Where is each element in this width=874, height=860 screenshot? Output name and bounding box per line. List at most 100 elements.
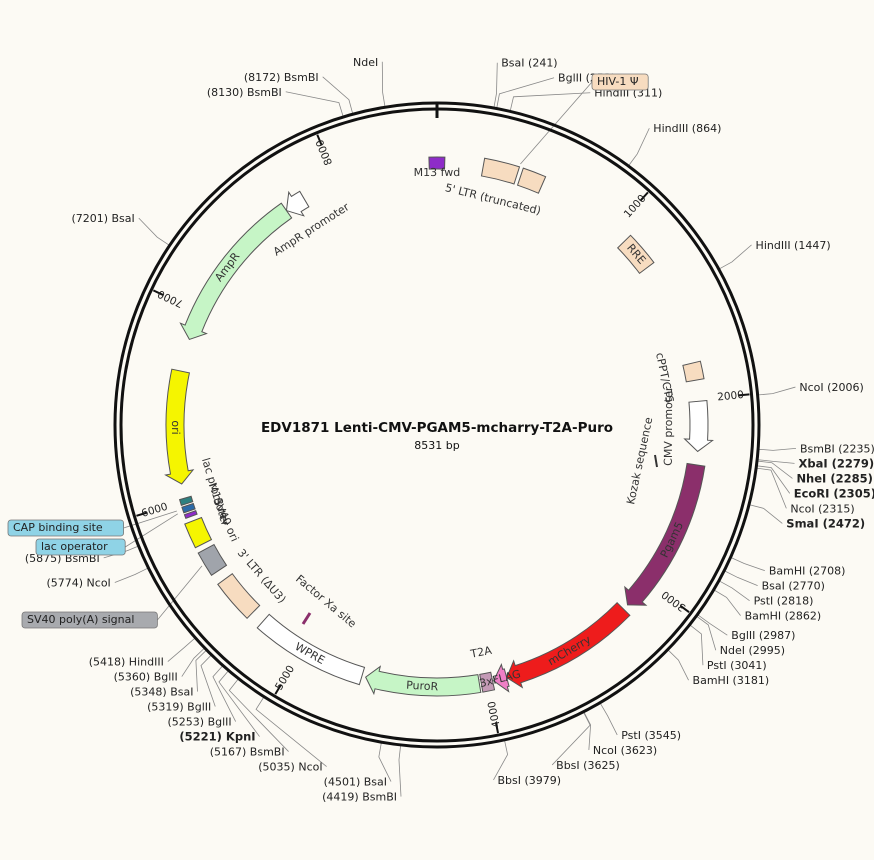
site-leader bbox=[749, 504, 783, 524]
site-leader bbox=[138, 217, 170, 246]
site-label-bamhi-2708: BamHI (2708) bbox=[769, 565, 846, 578]
callout-leader-hiv-1 bbox=[520, 81, 593, 165]
site-label-kpni-5221: (5221) KpnI bbox=[179, 730, 255, 744]
site-leader bbox=[757, 460, 793, 479]
site-leader bbox=[714, 589, 741, 616]
site-label-bsai-5348: (5348) BsaI bbox=[130, 686, 193, 699]
kozak-mark bbox=[654, 454, 658, 468]
feature-pgam5 bbox=[624, 462, 706, 606]
site-leader bbox=[181, 648, 205, 677]
feature-label-ori: ori bbox=[169, 420, 182, 434]
feature-label-m13-fwd: M13 fwd bbox=[414, 166, 461, 179]
site-label-bsai-7201: (7201) BsaI bbox=[71, 212, 134, 225]
tick-1000 bbox=[639, 191, 649, 202]
site-label-bglii-5253: (5253) BglII bbox=[168, 716, 232, 729]
feature-t2a bbox=[479, 671, 496, 693]
site-leader bbox=[757, 465, 791, 494]
site-label-bsai-2770: BsaI (2770) bbox=[762, 580, 825, 593]
site-label-bbsi-3979: BbsI (3979) bbox=[497, 774, 561, 787]
site-leader bbox=[758, 459, 795, 464]
site-leader bbox=[255, 697, 327, 767]
site-label-nhei-2285: NheI (2285) bbox=[796, 471, 872, 485]
site-label-hindiii-1447: HindIII (1447) bbox=[756, 239, 831, 252]
feature-puror bbox=[365, 665, 482, 697]
site-label-bsai-4501: (4501) BsaI bbox=[324, 776, 387, 789]
site-leader bbox=[759, 447, 797, 451]
site-leader bbox=[493, 62, 498, 108]
factor-xa-mark bbox=[301, 612, 312, 625]
callout-box-cap-binding-site bbox=[7, 519, 124, 537]
map-length: 8531 bp bbox=[414, 439, 459, 452]
feature-mcherry bbox=[506, 601, 631, 689]
site-label-bsmbi-5167: (5167) BsmBI bbox=[210, 746, 285, 759]
site-leader bbox=[509, 92, 591, 111]
site-label-xbai-2279: XbaI (2279) bbox=[799, 456, 874, 470]
site-leader bbox=[285, 91, 344, 117]
site-leader bbox=[758, 386, 796, 396]
site-label-bglii-5319: (5319) BglII bbox=[147, 701, 211, 714]
site-leader bbox=[697, 614, 728, 636]
feature-5-ltr-truncated-part-2 bbox=[516, 167, 547, 194]
site-leader bbox=[724, 570, 758, 587]
site-label-psti-3041: PstI (3041) bbox=[707, 659, 767, 672]
features bbox=[164, 156, 714, 697]
site-label-bsmbi-4419: (4419) BsmBI bbox=[322, 791, 397, 804]
site-leader bbox=[757, 467, 787, 509]
site-leader bbox=[731, 557, 765, 572]
site-label-bbsi-3625: BbsI (3625) bbox=[556, 759, 620, 772]
feature-ampr-promoter bbox=[285, 190, 310, 217]
callout-box-lac-operator bbox=[35, 538, 126, 556]
site-leader bbox=[719, 580, 750, 601]
site-leader bbox=[493, 740, 509, 781]
site-leader bbox=[218, 671, 260, 737]
feature-wpre bbox=[256, 613, 366, 686]
site-leader bbox=[583, 712, 591, 750]
site-label-ndei-2995: NdeI (2995) bbox=[720, 644, 785, 657]
site-label-bglii-5360: (5360) BglII bbox=[114, 671, 178, 684]
tick-2000 bbox=[738, 393, 750, 397]
tick-3000 bbox=[679, 604, 690, 614]
site-leader bbox=[551, 712, 591, 766]
site-leader bbox=[212, 666, 237, 722]
feature-3xflag bbox=[492, 663, 510, 693]
site-leader bbox=[381, 61, 386, 107]
map-title: EDV1871 Lenti-CMV-PGAM5-mcharry-T2A-Puro bbox=[261, 420, 613, 436]
site-leader bbox=[600, 703, 618, 736]
site-label-smai-2472: SmaI (2472) bbox=[786, 516, 865, 530]
feature-m13-fwd bbox=[428, 156, 446, 170]
site-label-psti-3545: PstI (3545) bbox=[621, 729, 681, 742]
feature-5-ltr-truncated bbox=[480, 157, 521, 185]
site-leader bbox=[496, 77, 555, 108]
site-leader bbox=[628, 128, 650, 166]
feature-lac-operator bbox=[181, 502, 196, 514]
callout-label-cap-binding-site: CAP binding site bbox=[13, 521, 103, 534]
feature-label-puror: PuroR bbox=[406, 679, 439, 694]
site-label-bamhi-3181: BamHI (3181) bbox=[693, 674, 770, 687]
callout-label-lac-operator: lac operator bbox=[41, 540, 108, 553]
tick-5000 bbox=[274, 684, 282, 695]
callout-label-sv40-poly-a-signal: SV40 poly(A) signal bbox=[27, 613, 134, 626]
feature-sv40-ori bbox=[184, 516, 213, 549]
feature-sv40-poly-a-signal bbox=[197, 543, 228, 576]
site-label-ecori-2305: EcoRI (2305) bbox=[794, 486, 874, 500]
callout-box-hiv-1 bbox=[591, 73, 649, 91]
tick-8000 bbox=[316, 134, 323, 146]
site-leader bbox=[378, 743, 392, 782]
feature-3-ltr-u3 bbox=[217, 573, 261, 620]
feature-label-t2a: T2A bbox=[468, 644, 493, 661]
tick-label-4000: 4000 bbox=[486, 700, 503, 729]
site-label-ncoi-5774: (5774) NcoI bbox=[46, 577, 110, 590]
site-leader bbox=[200, 655, 216, 707]
site-leader bbox=[167, 638, 195, 662]
site-leader bbox=[690, 624, 704, 666]
feature-cppt-cts bbox=[682, 360, 705, 383]
tick-6000 bbox=[136, 511, 148, 517]
tick-label-2000: 2000 bbox=[717, 389, 745, 404]
site-label-ncoi-2006: NcoI (2006) bbox=[799, 381, 863, 394]
site-leader bbox=[668, 650, 689, 681]
site-label-bsmbi-8130: (8130) BsmBI bbox=[207, 86, 282, 99]
site-label-bsmbi-2235: BsmBI (2235) bbox=[800, 442, 874, 455]
